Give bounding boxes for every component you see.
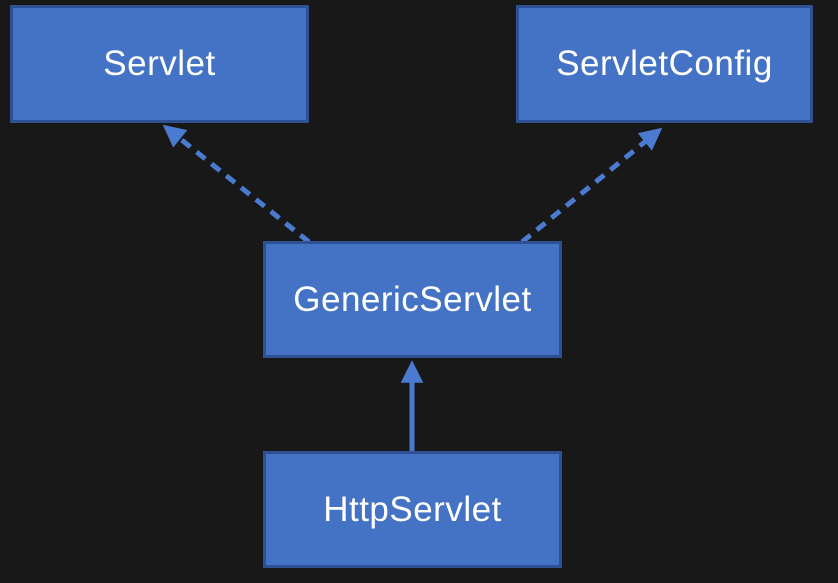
arrow-generic-to-servlet <box>162 124 311 244</box>
node-servlet-config-label: ServletConfig <box>556 44 773 83</box>
node-servlet: Servlet <box>10 5 309 123</box>
node-generic-servlet: GenericServlet <box>263 241 562 358</box>
node-generic-servlet-label: GenericServlet <box>293 279 532 319</box>
arrow-generic-to-servletconfig <box>520 127 663 244</box>
node-http-servlet-label: HttpServlet <box>323 489 502 529</box>
node-servlet-label: Servlet <box>103 44 216 83</box>
node-http-servlet: HttpServlet <box>263 451 562 568</box>
node-servlet-config: ServletConfig <box>516 5 813 123</box>
